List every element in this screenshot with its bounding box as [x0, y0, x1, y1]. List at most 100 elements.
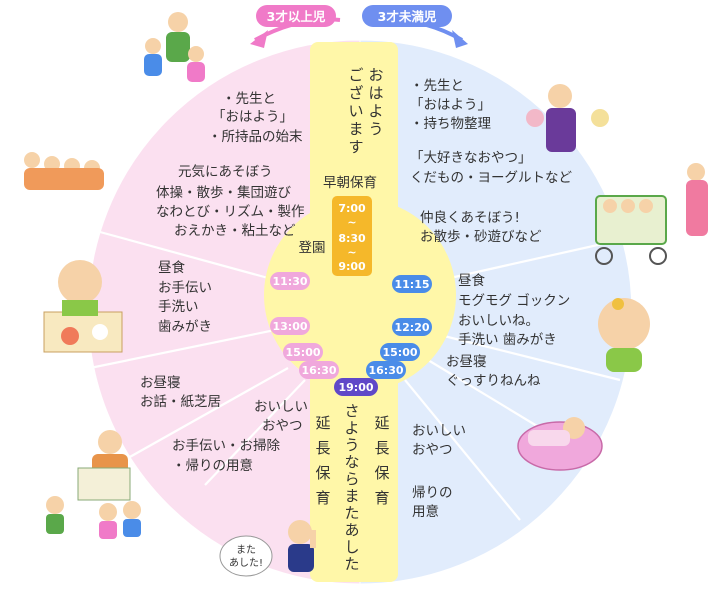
arrival-label: 登園	[299, 240, 326, 256]
bubble-line-1: また	[236, 544, 256, 556]
vertical-char: い	[348, 102, 363, 120]
vertical-char: ま	[344, 487, 359, 505]
younger-header-label: 3才未満児	[378, 9, 437, 24]
activity-label: お散歩・砂遊びなど	[420, 229, 542, 245]
time-badge: 15:00	[283, 343, 323, 361]
activity-label: 昼食	[458, 272, 485, 289]
morning-times-box: 7:00 ~ 8:30 ~ 9:00	[332, 196, 372, 276]
time-19: 19:00	[338, 381, 373, 394]
activity-label: おえかき・粘土など	[174, 223, 296, 239]
activity-label: モグモグ ゴックン	[458, 292, 570, 309]
vertical-char: よ	[344, 419, 359, 437]
vertical-char: 保	[315, 464, 330, 482]
activity-label: ・持ち物整理	[410, 116, 491, 132]
activity-label: おいしい	[254, 399, 308, 415]
time-badge-label: 16:30	[368, 364, 403, 377]
tilde-2: ~	[347, 246, 356, 259]
vertical-char: ら	[344, 470, 359, 488]
vertical-char: 育	[374, 489, 389, 507]
stroller-illustration	[595, 163, 708, 265]
activity-label: なわとび・リズム・製作	[156, 204, 305, 220]
vertical-char: ま	[348, 120, 363, 138]
time-9: 9:00	[338, 260, 366, 273]
vertical-char: は	[368, 84, 383, 102]
vertical-char: ご	[348, 66, 363, 84]
time-badge: 16:30	[366, 361, 406, 379]
vertical-char: う	[368, 120, 383, 138]
activity-label: 手洗い 歯みがき	[458, 332, 557, 348]
activity-label: 手洗い	[158, 299, 199, 315]
time-7: 7:00	[338, 202, 366, 215]
activity-label: ・先生と	[222, 91, 276, 107]
bubble-line-2: あした!	[229, 557, 263, 569]
vertical-char: う	[344, 436, 359, 454]
activity-label: おやつ	[412, 442, 453, 458]
vertical-char: 長	[315, 439, 330, 457]
activity-label: 昼食	[158, 259, 185, 276]
goodbye-speech-bubble: また あした!	[219, 535, 273, 577]
vertical-char: さ	[344, 402, 359, 420]
teacher-storytime-illustration	[46, 430, 141, 539]
activity-label: ・先生と	[410, 78, 464, 94]
baby-illustration	[598, 298, 650, 372]
activity-label: おいしいね。	[458, 313, 539, 329]
activity-label: ・所持品の始末	[208, 129, 303, 145]
activity-label: 元気にあそぼう	[178, 164, 273, 180]
activity-label: お手伝い・お掃除	[172, 437, 280, 454]
time-badge-label: 13:00	[272, 320, 307, 333]
vertical-char: 育	[315, 489, 330, 507]
vertical-char: よ	[368, 102, 383, 120]
greeting-column-1: おはよう	[368, 66, 383, 138]
older-header-label: 3才以上児	[267, 9, 326, 24]
vertical-char: あ	[344, 521, 359, 539]
time-badge-label: 15:00	[382, 346, 417, 359]
activity-label: お話・紙芝居	[140, 393, 221, 410]
spoke-lines	[89, 230, 621, 521]
sleeping-baby-basket-illustration	[517, 417, 603, 471]
vertical-char: な	[344, 453, 359, 471]
teacher-with-puppets-illustration	[526, 84, 609, 152]
activity-label: 歯みがき	[158, 319, 212, 335]
activity-label: 用意	[412, 503, 439, 520]
activity-label: 「おはよう」	[410, 97, 491, 113]
time-badge-label: 16:30	[301, 364, 336, 377]
vertical-char: 長	[374, 439, 389, 457]
vertical-char: た	[344, 504, 359, 522]
time-badge: 16:30	[299, 361, 339, 379]
younger-header: 3才未満児	[362, 5, 468, 48]
waving-child-illustration	[288, 520, 316, 572]
vertical-char: す	[348, 138, 363, 156]
group-of-children-illustration	[24, 152, 104, 190]
vertical-char: ざ	[348, 84, 363, 102]
final-time-badge: 19:00	[334, 378, 378, 396]
vertical-char: し	[344, 538, 359, 556]
activity-label: お昼寝	[140, 374, 181, 391]
activity-label: お手伝い	[158, 280, 212, 296]
vertical-char: お	[368, 66, 383, 84]
vertical-char: 保	[374, 464, 389, 482]
early-care-label: 早朝保育	[323, 175, 377, 191]
activity-label: ぐっすりねんね	[446, 373, 541, 389]
activity-label: 「大好きなおやつ」	[410, 150, 532, 166]
time-830: 8:30	[338, 232, 366, 245]
activity-label: 仲良くあそぼう!	[420, 210, 520, 226]
time-badge-label: 12:20	[394, 321, 429, 334]
activity-label: くだもの・ヨーグルトなど	[410, 170, 572, 186]
younger-activity-labels: ・先生と「おはよう」・持ち物整理「大好きなおやつ」くだもの・ヨーグルトなど仲良く…	[410, 78, 572, 520]
activity-label: おやつ	[262, 418, 303, 434]
child-lunch-illustration	[43, 260, 123, 353]
older-time-badges: 11:30 13:00 15:00 16:30	[270, 272, 339, 379]
teacher-with-children-illustration	[144, 12, 205, 82]
time-badge: 12:20	[392, 318, 432, 336]
vertical-char: た	[344, 555, 359, 573]
vertical-char: 延	[374, 414, 389, 432]
time-badge: 15:00	[380, 343, 420, 361]
time-badge-label: 11:30	[272, 275, 307, 288]
activity-label: おいしい	[412, 423, 466, 439]
time-badge: 13:00	[270, 317, 310, 335]
